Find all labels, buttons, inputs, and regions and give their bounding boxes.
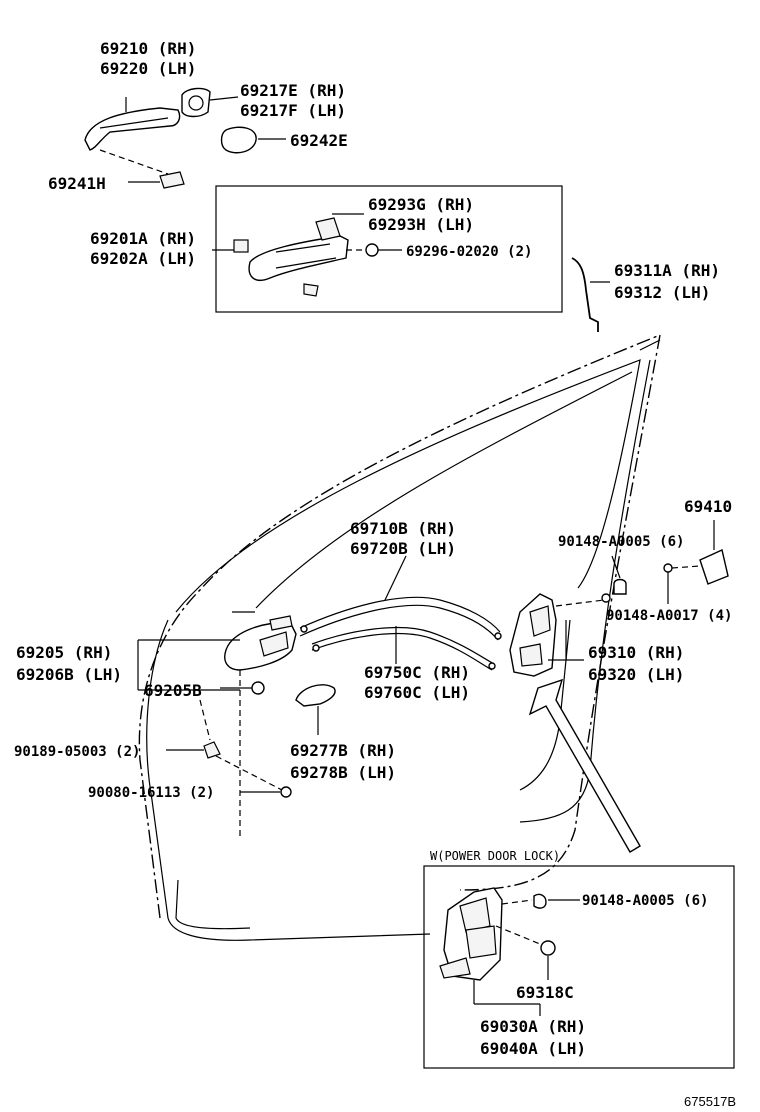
frame-group-box	[215, 185, 563, 313]
label-inner-screw: 90080-16113 (2)	[88, 785, 214, 801]
label-bezel-lh: 69278B (LH)	[290, 763, 396, 782]
handle-cover	[181, 87, 239, 118]
control-rod	[571, 257, 610, 332]
label-inner-handle-sub: 69205B	[144, 681, 202, 700]
arrow-to-power-lock	[528, 678, 641, 853]
striker	[611, 520, 729, 604]
handle-frame	[212, 213, 402, 297]
inner-handle	[137, 615, 297, 695]
label-clip: 90189-05003 (2)	[14, 744, 140, 760]
label-striker: 69410	[684, 497, 732, 516]
handle-gasket	[99, 149, 185, 189]
label-lock-lh: 69320 (LH)	[588, 665, 684, 684]
label-handle-lh: 69220 (LH)	[100, 59, 196, 78]
label-rod-lh: 69312 (LH)	[614, 283, 710, 302]
label-screw-rh: 69293G (RH)	[368, 195, 474, 214]
label-pad: 69242E	[290, 131, 348, 150]
label-inner-handle-lh: 69206B (LH)	[16, 665, 122, 684]
label-cable-top-lh: 69720B (LH)	[350, 539, 456, 558]
cables	[299, 555, 502, 671]
label-cable-bottom-lh: 69760C (LH)	[364, 683, 470, 702]
label-power-lock-rh: 69030A (RH)	[480, 1017, 586, 1036]
clip-and-screw	[166, 741, 292, 798]
label-frame-lh: 69202A (LH)	[90, 249, 196, 268]
label-gasket: 69241H	[48, 174, 106, 193]
inner-bezel	[295, 684, 336, 735]
label-inner-handle-rh: 69205 (RH)	[16, 643, 112, 662]
power-lock-actuator	[439, 887, 580, 1016]
part-labels: 69210 (RH) 69220 (LH) 69217E (RH) 69217F…	[14, 39, 736, 1109]
label-cover-rh: 69217E (RH)	[240, 81, 346, 100]
door-outline	[138, 334, 661, 941]
label-cable-bottom-rh: 69750C (RH)	[364, 663, 470, 682]
label-power-cap: 69318C	[516, 983, 574, 1002]
label-screw-lh: 69293H (LH)	[368, 215, 474, 234]
label-lock-rh: 69310 (RH)	[588, 643, 684, 662]
label-frame-rh: 69201A (RH)	[90, 229, 196, 248]
label-rod-rh: 69311A (RH)	[614, 261, 720, 280]
handle-pad	[220, 126, 286, 154]
label-cover-lh: 69217F (LH)	[240, 101, 346, 120]
label-bezel-rh: 69277B (RH)	[290, 741, 396, 760]
label-cable-top-rh: 69710B (RH)	[350, 519, 456, 538]
diagram-reference-number: 675517B	[684, 1094, 736, 1109]
door-lock-assembly	[509, 593, 611, 677]
outer-handle	[84, 97, 181, 151]
label-handle-rh: 69210 (RH)	[100, 39, 196, 58]
label-power-screw: 90148-A0005 (6)	[582, 893, 708, 909]
power-lock-box	[423, 865, 735, 1069]
label-striker-screw-top: 90148-A0005 (6)	[558, 534, 684, 550]
label-striker-screw-bottom: 90148-A0017 (4)	[606, 608, 732, 624]
label-power-note: W(POWER DOOR LOCK)	[430, 849, 560, 863]
label-power-lock-lh: 69040A (LH)	[480, 1039, 586, 1058]
label-bolt: 69296-02020 (2)	[406, 244, 532, 260]
